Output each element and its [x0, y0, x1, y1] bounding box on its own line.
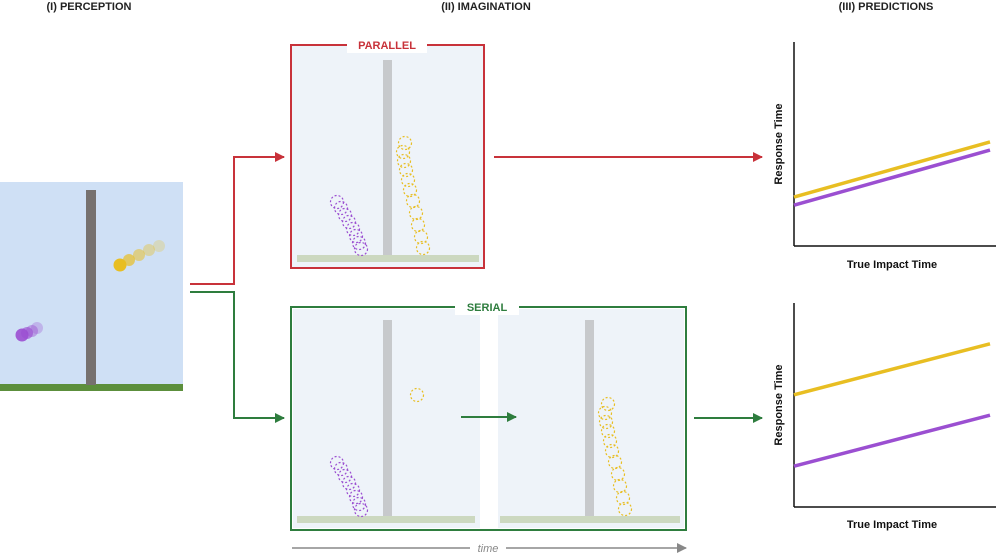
scene-ground — [0, 384, 183, 391]
yellow-ball-trail — [113, 240, 165, 272]
time-label-bg — [470, 540, 506, 554]
parallel-box: PARALLEL — [290, 37, 485, 269]
series-line-0 — [793, 342, 991, 397]
parallel-yellow-path — [395, 135, 431, 256]
parallel-prediction-chart: True Impact Time Response Time — [773, 42, 996, 271]
serial-first-purple-path — [329, 455, 369, 518]
serial-box: SERIAL — [290, 299, 687, 531]
x-axis-label: True Impact Time — [847, 259, 937, 271]
time-label: time — [478, 543, 499, 555]
arrow-to-serial — [190, 291, 285, 423]
serial-label: SERIAL — [467, 302, 508, 314]
perception-scene — [0, 182, 183, 391]
parallel-label-bg — [347, 37, 427, 53]
serial-second-wall — [585, 320, 594, 518]
series-line-0 — [793, 140, 991, 199]
series-line-1 — [793, 148, 991, 207]
serial-second-ground — [500, 516, 680, 523]
arrow-to-parallel — [190, 152, 285, 285]
serial-first-wall — [383, 320, 392, 518]
parallel-wall — [383, 60, 392, 257]
x-axis-label: True Impact Time — [847, 519, 937, 531]
purple-ball-trail — [15, 322, 43, 342]
parallel-label: PARALLEL — [358, 40, 416, 52]
scene-wall — [86, 190, 96, 385]
parallel-ground — [297, 255, 479, 262]
serial-prediction-chart: True Impact Time Response Time — [773, 303, 996, 531]
parallel-purple-path — [329, 194, 369, 257]
serial-first-yellow-ball — [409, 387, 425, 403]
series-line-1 — [793, 413, 991, 468]
heading-predictions: (III) PREDICTIONS — [839, 1, 934, 13]
serial-second-yellow-path — [597, 396, 633, 517]
y-axis-label: Response Time — [773, 103, 785, 184]
heading-imagination: (II) IMAGINATION — [441, 1, 531, 13]
heading-perception: (I) PERCEPTION — [47, 1, 132, 13]
serial-label-bg — [455, 299, 519, 315]
y-axis-label: Response Time — [773, 364, 785, 445]
serial-first-ground — [297, 516, 475, 523]
